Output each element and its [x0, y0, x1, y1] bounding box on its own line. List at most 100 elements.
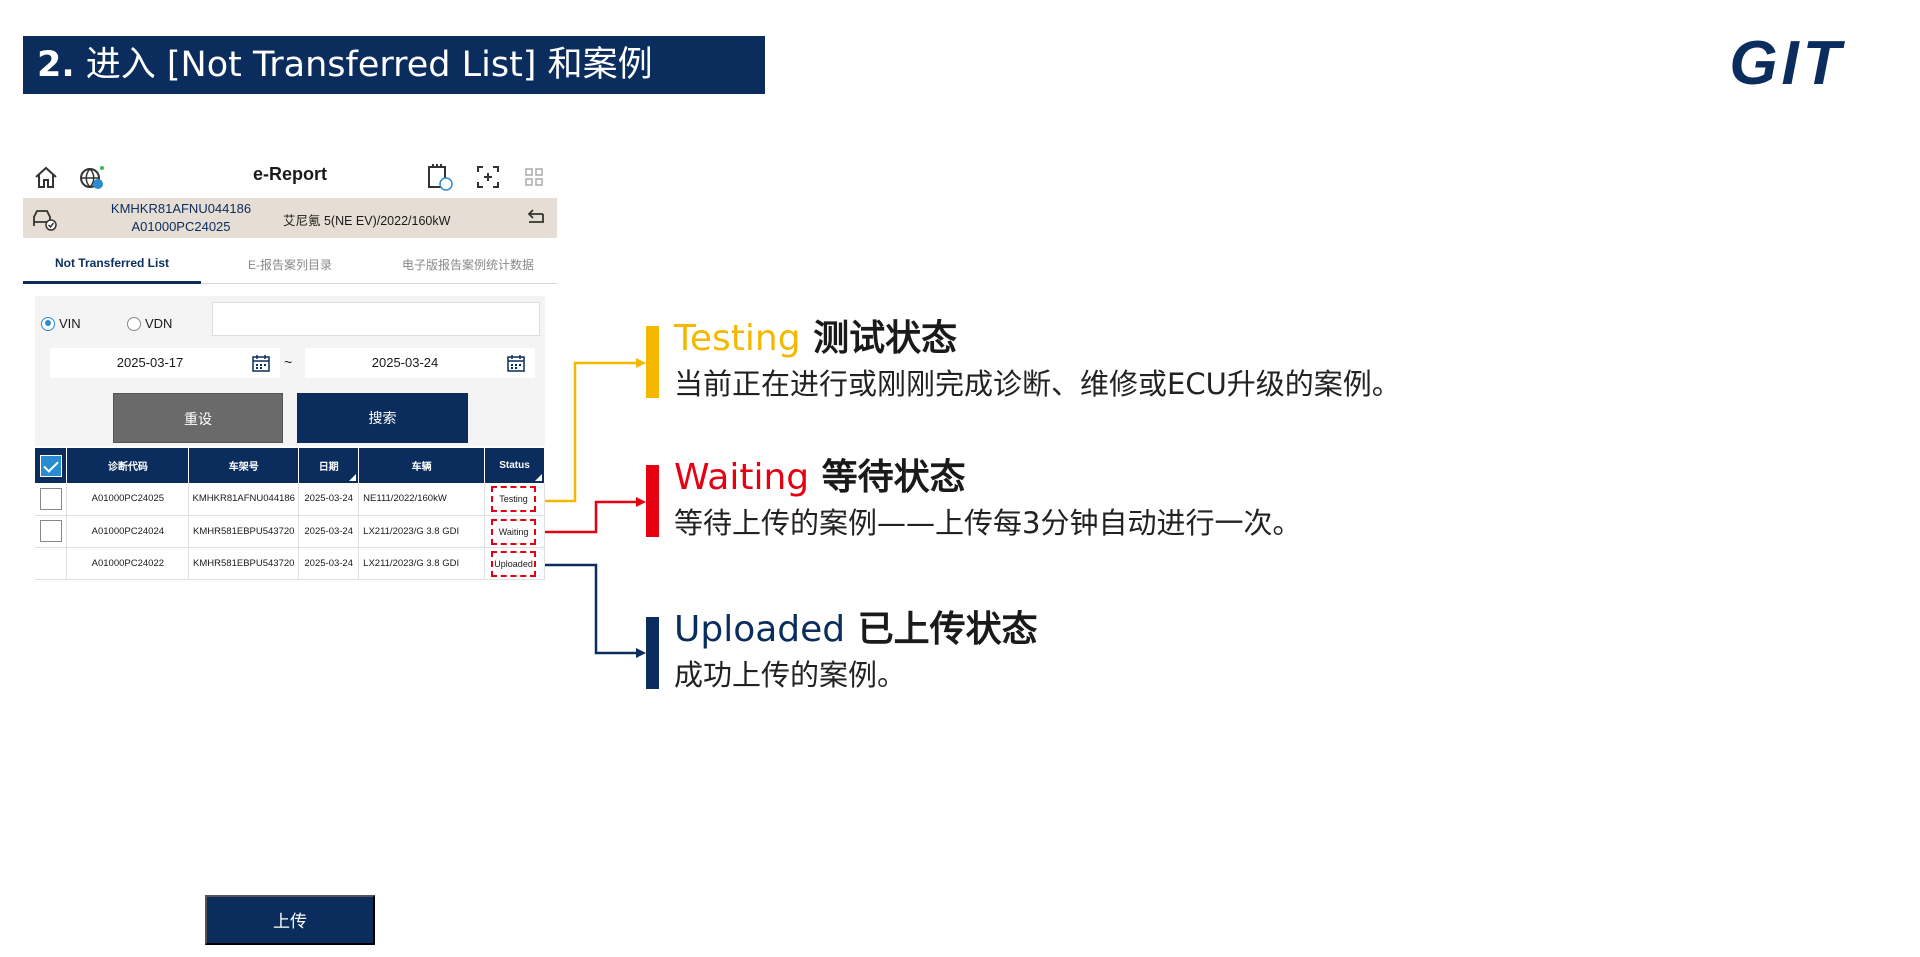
date-from-field[interactable]: 2025-03-17	[50, 348, 280, 378]
legend-word-waiting: Waiting	[674, 457, 810, 498]
date-to-value: 2025-03-24	[371, 355, 439, 370]
legend-word-testing: Testing	[674, 318, 801, 359]
arrow-head-uploaded	[636, 648, 646, 658]
tab-e-report-list[interactable]: E-报告案列目录	[247, 258, 332, 272]
slide-title-text: 进入 [Not Transferred List] 和案例	[74, 45, 653, 85]
vin-search-input[interactable]	[212, 302, 540, 336]
cell-date: 2025-03-24	[298, 483, 360, 516]
connector-waiting	[545, 500, 640, 534]
status-badge-waiting: Waiting	[491, 518, 537, 545]
column-header-vin: 车架号	[188, 448, 300, 483]
globe-icon[interactable]	[77, 162, 107, 192]
legend-rest-testing: 测试状态	[800, 318, 958, 359]
radio-vdn[interactable]: VDN	[127, 316, 172, 331]
return-icon[interactable]	[523, 206, 549, 232]
active-tab-indicator	[23, 281, 201, 284]
app-title: e-Report	[252, 164, 327, 184]
vehicle-model: 艾尼氪 5(NE EV)/2022/160kW	[283, 214, 451, 228]
cell-code: A01000PC24022	[66, 547, 190, 580]
cell-status: Waiting	[484, 515, 545, 548]
cell-date: 2025-03-24	[298, 547, 360, 580]
slide-title-number: 2.	[37, 45, 75, 85]
connector-testing	[545, 361, 640, 503]
grid-menu-icon[interactable]	[519, 162, 549, 192]
legend-rest-waiting: 等待状态	[809, 457, 966, 498]
tab-e-report-statistics[interactable]: 电子版报告案例统计数据	[401, 258, 534, 272]
status-badge-uploaded: Uploaded	[491, 550, 537, 577]
cell-code: A01000PC24024	[66, 515, 190, 548]
table-header-row: 诊断代码 车架号 日期 车辆 Status	[35, 448, 545, 483]
date-to-field[interactable]: 2025-03-24	[305, 348, 535, 378]
legend-desc-uploaded: 成功上传的案例。	[674, 658, 907, 692]
sort-icon[interactable]	[349, 474, 357, 481]
sort-icon[interactable]	[535, 474, 542, 481]
git-logo: GIT	[1729, 34, 1845, 90]
vci-icon[interactable]	[425, 162, 455, 192]
tab-not-transferred-list[interactable]: Not Transferred List	[54, 256, 170, 270]
table-row[interactable]: A01000PC24022 KMHR581EBPU543720 2025-03-…	[35, 547, 545, 580]
row-checkbox-cell[interactable]	[35, 515, 68, 548]
cell-vehicle: NE111/2022/160kW	[358, 483, 486, 516]
calendar-icon[interactable]	[252, 354, 270, 372]
search-panel: VIN VDN 2025-03-17 ~ 2025-03-24 重设 搜索	[35, 296, 545, 446]
row-checkbox-cell	[35, 547, 68, 580]
legend-title-uploaded: Uploaded 已上传状态	[674, 609, 1038, 651]
column-header-status[interactable]: Status	[484, 448, 545, 483]
table-row[interactable]: A01000PC24025 KMHKR81AFNU044186 2025-03-…	[35, 483, 545, 516]
reset-button[interactable]: 重设	[113, 393, 283, 443]
legend-title-waiting: Waiting 等待状态	[674, 457, 966, 499]
column-header-status-label: Status	[499, 460, 530, 471]
slide-title: 2. 进入 [Not Transferred List] 和案例	[23, 36, 765, 94]
legend-desc-waiting: 等待上传的案例——上传每3分钟自动进行一次。	[674, 506, 1302, 540]
legend-title-testing: Testing 测试状态	[674, 318, 957, 360]
vehicle-vin-block: KMHKR81AFNU044186 A01000PC24025	[101, 200, 261, 236]
home-icon[interactable]	[31, 162, 61, 192]
select-all-checkbox[interactable]	[39, 454, 62, 477]
status-badge-testing: Testing	[491, 486, 537, 512]
app-header: e-Report	[23, 156, 557, 198]
column-header-vehicle: 车辆	[358, 448, 486, 483]
tab-bar: Not Transferred List E-报告案列目录 电子版报告案例统计数…	[23, 248, 557, 284]
vehicle-case-code: A01000PC24025	[131, 219, 231, 234]
cell-status: Testing	[484, 483, 545, 516]
logo-text: GIT	[1729, 34, 1845, 90]
cell-vin: KMHKR81AFNU044186	[188, 483, 300, 516]
screen-capture-icon[interactable]	[473, 162, 503, 192]
vehicle-info-bar: KMHKR81AFNU044186 A01000PC24025 艾尼氪 5(NE…	[23, 198, 557, 238]
connector-uploaded	[545, 563, 640, 655]
search-button[interactable]: 搜索	[297, 393, 468, 443]
column-header-date-label: 日期	[318, 462, 339, 473]
radio-vin[interactable]: VIN	[41, 316, 81, 331]
arrow-head-waiting	[636, 497, 646, 507]
cell-vin: KMHR581EBPU543720	[188, 547, 300, 580]
calendar-icon[interactable]	[507, 354, 525, 372]
radio-vin-dot[interactable]	[41, 316, 55, 331]
upload-button[interactable]: 上传	[205, 895, 375, 945]
vehicle-check-icon[interactable]	[31, 206, 57, 232]
cell-vehicle: LX211/2023/G 3.8 GDI	[358, 547, 486, 580]
date-from-value: 2025-03-17	[116, 355, 184, 370]
case-table: 诊断代码 车架号 日期 车辆 Status A01000PC24025 KMHK…	[35, 448, 545, 580]
legend-desc-testing: 当前正在进行或刚刚完成诊断、维修或ECU升级的案例。	[674, 367, 1401, 401]
cell-date: 2025-03-24	[298, 515, 360, 548]
row-checkbox-cell[interactable]	[35, 483, 68, 516]
column-header-date[interactable]: 日期	[298, 448, 360, 483]
cell-vin: KMHR581EBPU543720	[188, 515, 300, 548]
arrow-head-testing	[636, 358, 646, 368]
legend-rest-uploaded: 已上传状态	[845, 609, 1038, 650]
legend-bar-uploaded	[646, 617, 659, 689]
select-all-cell[interactable]	[35, 448, 68, 483]
vehicle-vin: KMHKR81AFNU044186	[110, 201, 252, 216]
row-checkbox[interactable]	[39, 520, 62, 542]
radio-vdn-dot[interactable]	[127, 316, 141, 331]
legend-bar-waiting	[646, 465, 659, 537]
date-range-separator: ~	[284, 354, 293, 370]
cell-vehicle: LX211/2023/G 3.8 GDI	[358, 515, 486, 548]
cell-code: A01000PC24025	[66, 483, 190, 516]
radio-vdn-label: VDN	[145, 316, 173, 331]
legend-bar-testing	[646, 326, 659, 398]
cell-status: Uploaded	[484, 547, 545, 580]
row-checkbox[interactable]	[39, 487, 62, 510]
column-header-code: 诊断代码	[66, 448, 190, 483]
table-row[interactable]: A01000PC24024 KMHR581EBPU543720 2025-03-…	[35, 515, 545, 548]
